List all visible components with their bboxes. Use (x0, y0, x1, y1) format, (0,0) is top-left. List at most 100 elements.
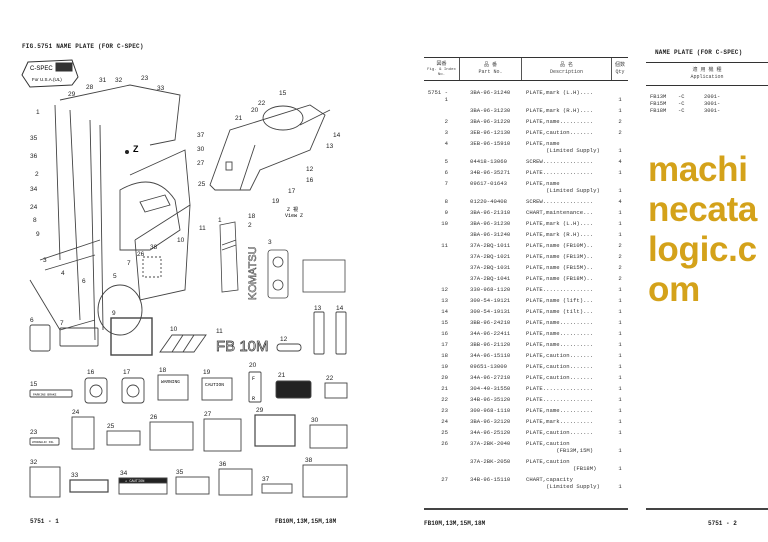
qty-cell: 1 (618, 396, 622, 403)
part-no-cell: 37A-2BQ-1011 (470, 242, 511, 249)
callout-13: 13 (326, 143, 334, 150)
callout-16: 16 (87, 369, 95, 376)
index-cell: 10 (441, 220, 448, 227)
cspec-logo: C-SPEC (30, 66, 53, 72)
part-no-cell: 34A-96-22411 (470, 330, 511, 337)
callout-36: 36 (219, 461, 227, 468)
index-cell: 13 (441, 297, 448, 304)
callout-26: 26 (150, 414, 158, 421)
description-cell: PLATE,caution (FB13M,15M) (526, 440, 594, 454)
description-cell: PLATE,mark (L.H).... (526, 89, 594, 96)
description-cell: PLATE............... (526, 396, 594, 403)
callout-30: 30 (311, 417, 319, 424)
qty-cell: 1 (618, 483, 622, 490)
description-cell: PLATE,mark (R.H).... (526, 231, 594, 238)
qty-cell: 1 (618, 447, 622, 454)
index-cell: 24 (441, 418, 448, 425)
col-index-jp: 図番 (436, 60, 447, 67)
description-cell: SCREW............... (526, 158, 594, 165)
callout-11: 11 (216, 328, 223, 335)
callout-4: 4 (61, 270, 65, 277)
part-no-cell: 04418-13060 (470, 158, 507, 165)
application-suffix: -C (678, 94, 685, 100)
qty-cell: 1 (618, 352, 622, 359)
qty-cell: 1 (618, 407, 622, 414)
callout-35: 35 (176, 469, 184, 476)
callout-9: 9 (36, 231, 40, 238)
description-cell: PLATE,name.......... (526, 407, 594, 414)
application-serial: 2001- (704, 94, 721, 100)
part-no-cell: 3EB-96-15910 (470, 140, 511, 147)
description-cell: SCREW............... (526, 198, 594, 205)
index-cell: 15 (441, 319, 448, 326)
description-cell: PLATE,caution....... (526, 363, 594, 370)
description-cell: PLATE............... (526, 286, 594, 293)
callout-18: 18 (248, 213, 256, 220)
body-mark: Z (133, 144, 139, 154)
part-no-cell: 37A-2BQ-1041 (470, 275, 511, 282)
description-cell: CHART,maintenance... (526, 209, 594, 216)
part-no-cell: 3BA-96-31220 (470, 118, 511, 125)
z-marker (125, 150, 129, 154)
part-no-cell: 37A-2BK-2040 (470, 440, 511, 447)
part-no-cell: 34A-96-15110 (470, 352, 511, 359)
forklift-drawing (29, 84, 331, 341)
index-cell: 7 (444, 180, 448, 187)
callout-13: 13 (314, 305, 322, 312)
part-no-cell: 3BA-96-32120 (470, 418, 511, 425)
part-no-cell: 300-54-19121 (470, 297, 511, 304)
callout-32: 32 (115, 77, 123, 84)
table-bottom-rule (424, 508, 628, 510)
description-cell: PLATE,name (tilt)... (526, 308, 594, 315)
view-label: View Z (285, 213, 303, 219)
callout-25: 25 (107, 423, 115, 430)
col-desc: Description (549, 69, 583, 75)
col-part: Part No. (478, 69, 503, 75)
part-no-cell: 34A-96-27210 (470, 374, 511, 381)
part-no-cell: 09617-01643 (470, 180, 507, 187)
callout-10: 10 (170, 326, 178, 333)
warning-decal: WARNING (161, 379, 180, 385)
top-decals (219, 221, 346, 299)
callout-15: 15 (30, 381, 38, 388)
callout-1: 1 (218, 217, 222, 224)
callout-21: 21 (278, 372, 286, 379)
cspec-badge (21, 59, 79, 88)
callout-2: 2 (248, 222, 252, 229)
description-cell: PLATE,mark (L.H).... (526, 220, 594, 227)
application-suffix: -C (678, 101, 685, 107)
application-serial: 3001- (704, 101, 721, 107)
callout-26: 26 (137, 251, 145, 258)
callout-10: 10 (177, 237, 185, 244)
callout-12: 12 (306, 166, 314, 173)
part-no-cell: 37A-2BK-2050 (470, 458, 511, 465)
description-cell: PLATE,name (FB10M).. (526, 242, 594, 249)
index-cell (424, 231, 460, 238)
callout-17: 17 (123, 369, 131, 376)
index-cell: 14 (441, 308, 448, 315)
callout-23: 23 (141, 75, 149, 82)
index-cell: 5 (444, 158, 448, 165)
qty-cell: 1 (618, 308, 622, 315)
callout-33: 33 (157, 85, 165, 92)
decal-row-1 (29, 311, 347, 356)
part-no-cell: 09651-13000 (470, 363, 507, 370)
description-cell: PLATE............... (526, 385, 594, 392)
application-model: FB13M (650, 94, 667, 100)
part-no-cell: 34B-96-35271 (470, 169, 511, 176)
qty-cell: 1 (618, 147, 622, 154)
callout-3: 3 (43, 257, 47, 264)
qty-cell: 2 (618, 242, 622, 249)
callout-19: 19 (203, 369, 211, 376)
index-cell: 12 (441, 286, 448, 293)
